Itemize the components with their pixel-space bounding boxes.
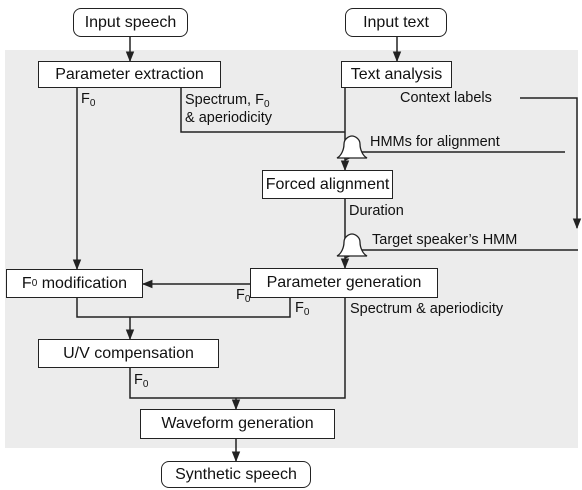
bell-model-icon [336,233,368,257]
input-text-node: Input text [345,8,447,37]
edge-hmm-alignment-leader [344,151,565,161]
aperiodicity-label: & aperiodicity [185,110,273,126]
edge-target-speaker-leader [344,249,578,259]
synthetic-speech-node: Synthetic speech [161,461,311,488]
parameter-extraction-node: Parameter extraction [38,61,221,88]
f0-label-uv: F0 [134,372,149,390]
uv-compensation-node: U/V compensation [38,339,219,368]
processing-region [5,50,578,448]
f0-modification-sub: 0 [31,277,38,289]
forced-alignment-node: Forced alignment [262,170,393,199]
f0-label-extraction: F0 [81,91,96,109]
edge-spectrum-to-merge [180,87,345,133]
text-analysis-node: Text analysis [341,61,452,88]
edge-modification-merge [76,298,291,318]
f0-modification-f: F [21,274,32,292]
edge-context-labels [520,97,582,230]
input-speech-node: Input speech [73,8,188,37]
context-labels-label: Context labels [400,90,492,106]
waveform-generation-node: Waveform generation [140,409,335,439]
spectrum-aperiodicity-label: Spectrum & aperiodicity [350,301,504,317]
edge-uv-to-merge [129,298,346,399]
target-speakers-hmm-label: Target speaker’s HMM [372,232,518,248]
f0-modification-rest: modification [37,274,128,292]
spectrum-f0-label: Spectrum, F0 [185,92,270,110]
duration-label: Duration [349,203,404,219]
f0-label-generation: F0 [236,287,251,305]
bell-model-icon [336,135,368,159]
hmms-for-alignment-label: HMMs for alignment [370,134,500,150]
parameter-generation-node: Parameter generation [250,268,438,298]
f0-label-generation-lower: F0 [295,300,310,318]
